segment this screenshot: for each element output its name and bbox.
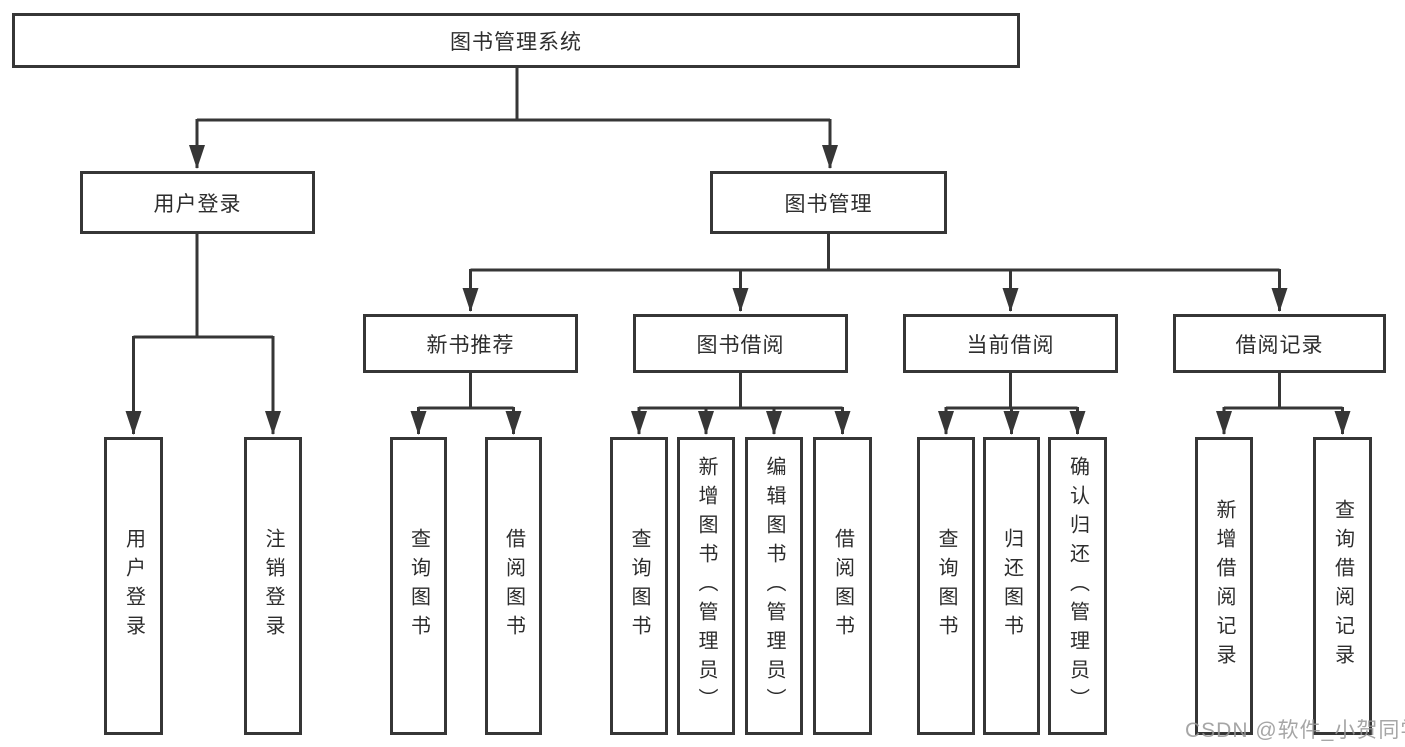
node-label: 用户登录 <box>153 192 242 216</box>
node-book-borrowing: 图书借阅 <box>633 314 848 373</box>
node-library-management-system: 图书管理系统 <box>12 13 1020 68</box>
node-label: 编辑图书（管理员） <box>763 455 785 717</box>
node-logout-leaf: 注销登录 <box>244 437 302 735</box>
node-borrow-books-recommend: 借阅图书 <box>485 437 542 735</box>
node-borrow-books-borrowing: 借阅图书 <box>813 437 872 735</box>
node-add-books-admin: 新增图书（管理员） <box>677 437 735 735</box>
node-user-login: 用户登录 <box>80 171 315 234</box>
node-label: 当前借阅 <box>966 333 1055 357</box>
node-confirm-return-admin: 确认归还（管理员） <box>1048 437 1107 735</box>
node-label: 归还图书 <box>1000 528 1023 644</box>
node-add-borrow-record: 新增借阅记录 <box>1195 437 1253 735</box>
node-book-management: 图书管理 <box>710 171 947 234</box>
node-label: 用户登录 <box>122 528 145 644</box>
node-borrowing-records: 借阅记录 <box>1173 314 1386 373</box>
node-label: 查询图书 <box>628 528 650 644</box>
node-label: 图书管理系统 <box>450 30 582 54</box>
node-label: 图书借阅 <box>696 333 785 357</box>
node-query-borrow-record: 查询借阅记录 <box>1313 437 1372 735</box>
csdn-watermark: CSDN @软件_小贺同学 <box>1185 719 1405 742</box>
node-label: 确认归还（管理员） <box>1066 455 1089 717</box>
node-label: 图书管理 <box>784 192 873 216</box>
node-label: 借阅记录 <box>1235 333 1324 357</box>
node-label: 注销登录 <box>262 528 284 644</box>
node-label: 查询借阅记录 <box>1331 499 1354 673</box>
node-label: 新增借阅记录 <box>1213 499 1235 673</box>
node-label: 借阅图书 <box>502 528 525 644</box>
node-query-books-current: 查询图书 <box>917 437 975 735</box>
node-query-books-borrowing: 查询图书 <box>610 437 668 735</box>
node-label: 新增图书（管理员） <box>695 455 717 717</box>
node-current-borrowing: 当前借阅 <box>903 314 1118 373</box>
node-label: 新书推荐 <box>426 333 515 357</box>
node-label: 查询图书 <box>935 528 957 644</box>
node-new-book-recommendation: 新书推荐 <box>363 314 578 373</box>
node-user-login-leaf: 用户登录 <box>104 437 163 735</box>
node-label: 查询图书 <box>407 528 430 644</box>
node-query-books-recommend: 查询图书 <box>390 437 447 735</box>
node-label: 借阅图书 <box>831 528 854 644</box>
node-return-books: 归还图书 <box>983 437 1040 735</box>
node-edit-books-admin: 编辑图书（管理员） <box>745 437 803 735</box>
